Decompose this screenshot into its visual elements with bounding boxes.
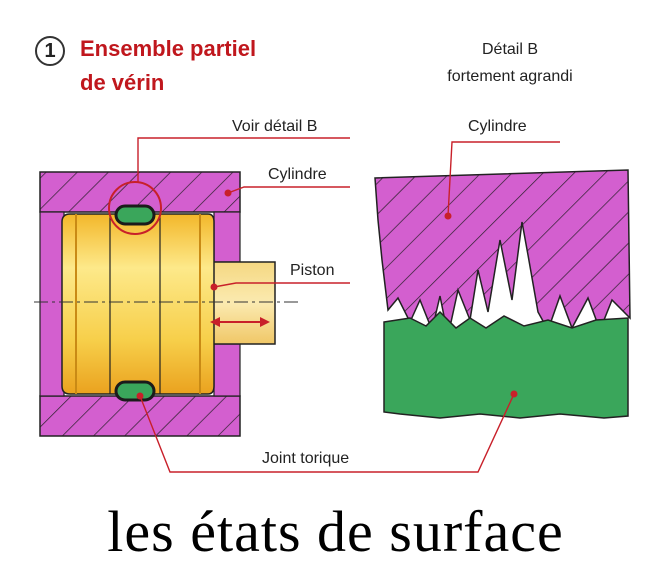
detail-b — [374, 169, 631, 419]
title-line-2: de vérin — [80, 70, 165, 95]
piston-body — [61, 213, 215, 395]
o-ring-bottom — [114, 380, 156, 402]
label-voir-detail: Voir détail B — [232, 118, 318, 135]
label-cylindre-left: Cylindre — [268, 166, 327, 183]
leader-lines — [137, 137, 560, 473]
piston-rod — [204, 261, 276, 345]
section-number: 1 — [35, 36, 65, 66]
cylinder-bottom-wall — [39, 395, 241, 437]
detail-header: Détail B fortement agrandi — [390, 36, 630, 90]
cylinder-bore-left — [39, 211, 65, 397]
title-line-1: Ensemble partiel — [80, 36, 257, 61]
o-ring-top — [114, 204, 156, 226]
cylinder-bore-right — [213, 211, 241, 263]
cylinder-assembly — [34, 171, 300, 437]
caption: les états de surface — [107, 499, 564, 564]
detail-b-callout — [108, 181, 162, 235]
label-piston: Piston — [290, 262, 335, 279]
detail-header-line-2: fortement agrandi — [447, 68, 573, 85]
diagram-title: Ensemble partiel de vérin — [80, 32, 256, 100]
label-joint-torique: Joint torique — [262, 450, 350, 467]
detail-cylinder-surface — [374, 169, 631, 337]
detail-header-line-1: Détail B — [481, 41, 539, 58]
cylinder-bore-right-low — [213, 343, 241, 397]
detail-seal-surface — [383, 310, 629, 419]
label-cylindre-right: Cylindre — [468, 118, 527, 135]
